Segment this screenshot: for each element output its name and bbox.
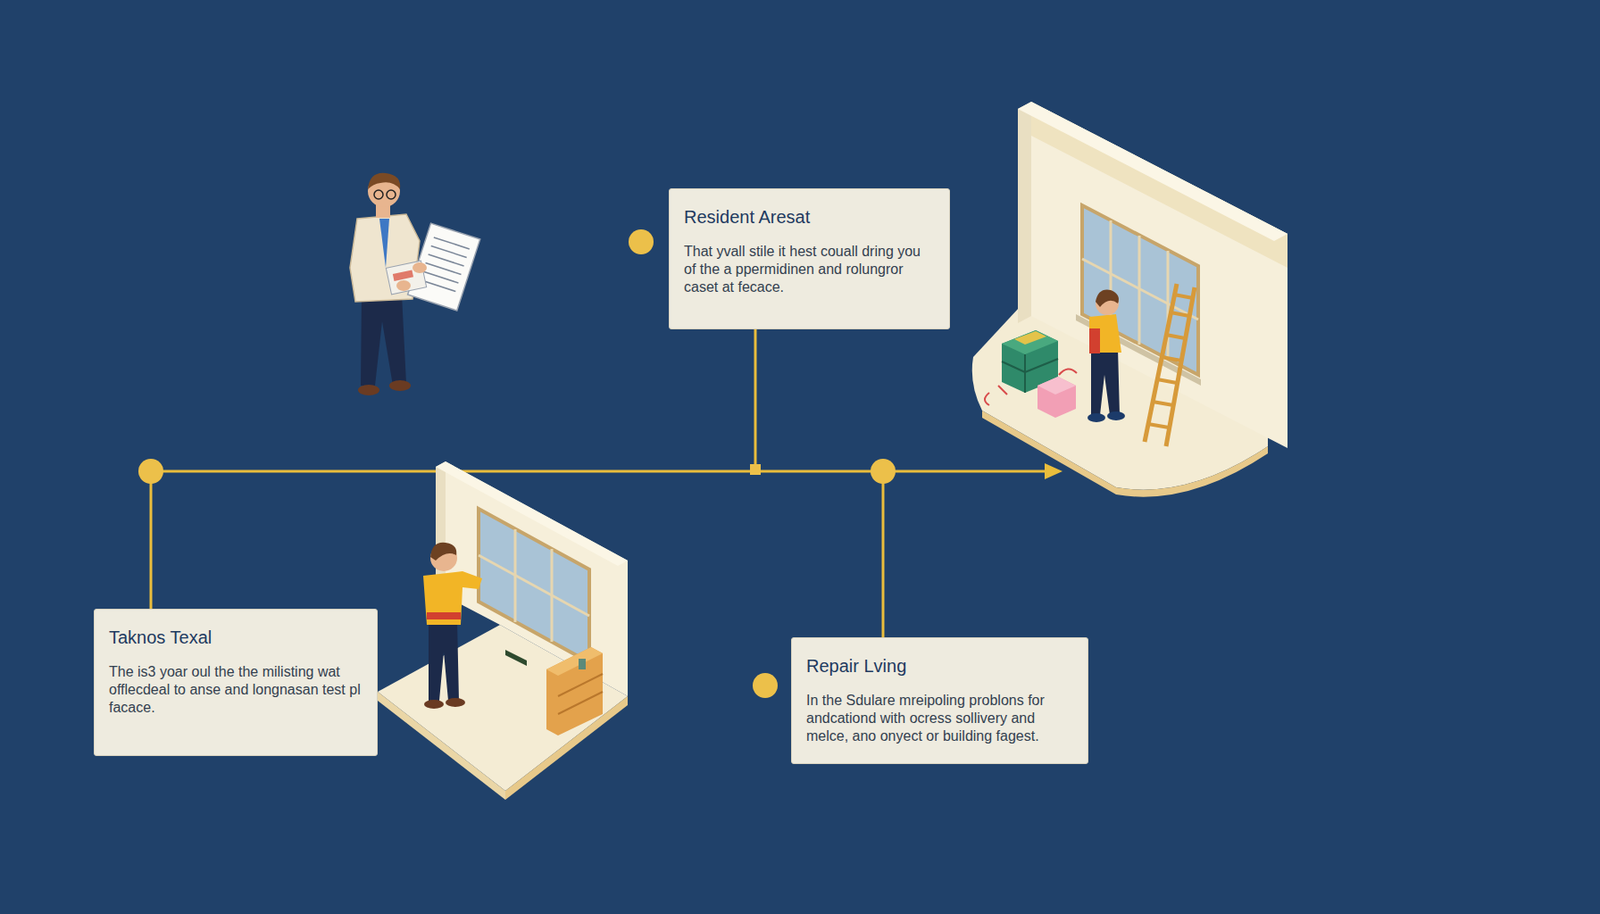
box-heading: Repair Lving <box>806 654 1074 678</box>
inspector-figure <box>350 173 481 396</box>
box-heading: Taknos Texal <box>108 625 363 650</box>
repair-room <box>972 101 1288 498</box>
box-body: In the Sdulare mreipoling problons for a… <box>806 691 1074 746</box>
info-box: Resident AresatThat yvall stile it hest … <box>668 188 950 330</box>
info-box: Repair Lving In the Sdulare mreipoling pr… <box>791 637 1089 765</box>
box-body: That yvall stile it hest couall dring yo… <box>683 242 935 297</box>
box-heading: Resident Aresat <box>683 205 935 229</box>
info-box: Taknos TexalThe is3 yoar oul the the mil… <box>93 608 378 757</box>
window-wall <box>377 461 628 800</box>
box-body: The is3 yoar oul the the milisting wat o… <box>108 663 363 717</box>
timeline-arrowhead <box>1044 463 1063 480</box>
